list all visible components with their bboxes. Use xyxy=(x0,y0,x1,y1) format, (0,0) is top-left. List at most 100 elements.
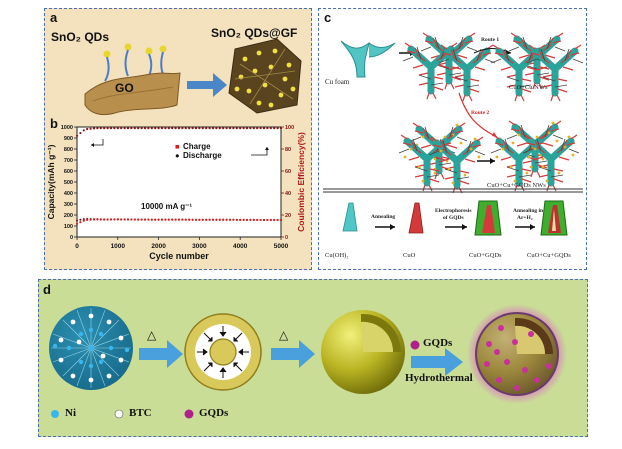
ce-point xyxy=(201,127,204,130)
ce-point xyxy=(256,127,259,130)
panel-c-label: c xyxy=(324,10,332,25)
yolk-shell-ring xyxy=(184,313,262,391)
y2-axis-label: Coulombic Efficiency(%) xyxy=(296,132,306,232)
charge-point xyxy=(164,218,167,221)
charge-point xyxy=(86,218,89,221)
charge-point xyxy=(188,218,191,221)
charge-series xyxy=(75,218,283,225)
ce-point xyxy=(228,127,232,130)
charge-point xyxy=(239,218,242,221)
ce-point xyxy=(249,127,252,130)
charge-point xyxy=(130,218,133,221)
charge-point xyxy=(215,218,218,221)
ce-point xyxy=(239,127,242,130)
charge-point xyxy=(235,218,238,221)
panel-c-illustration xyxy=(323,9,586,236)
go-label: GO xyxy=(115,81,134,95)
y-axis-label: Capacity(mAh g⁻¹) xyxy=(46,144,56,219)
ce-point xyxy=(174,127,177,130)
ce-point xyxy=(116,127,119,130)
charge-point xyxy=(89,218,92,221)
ce-point xyxy=(191,127,194,130)
charge-point xyxy=(245,218,249,221)
legend-charge: Charge xyxy=(183,142,211,151)
ce-point xyxy=(188,127,191,130)
ce-point xyxy=(232,127,235,130)
ce-point xyxy=(262,127,266,130)
charge-point xyxy=(256,218,259,222)
ce-point xyxy=(75,134,79,137)
y-tick-label: 300 xyxy=(64,202,73,208)
rod-cuoh2 xyxy=(342,202,358,232)
x-tick-label: 2000 xyxy=(151,243,166,250)
charge-point xyxy=(273,218,276,222)
ce-point xyxy=(79,131,82,135)
y2-tick-label: 20 xyxy=(285,213,291,219)
charge-point xyxy=(103,218,106,221)
cu-foam-label: Cu foam xyxy=(325,78,350,86)
y-tick-label: 700 xyxy=(64,158,73,164)
ce-point xyxy=(245,127,249,130)
discharge-point xyxy=(76,219,78,222)
ce-point xyxy=(92,127,96,130)
charge-point xyxy=(194,218,198,221)
charge-point xyxy=(279,218,283,222)
charge-point xyxy=(109,218,113,221)
panel-a-label: a xyxy=(50,10,58,25)
y2-tick-label: 80 xyxy=(285,147,291,153)
charge-point xyxy=(174,218,177,221)
charge-point xyxy=(79,221,82,224)
charge-point xyxy=(222,218,225,221)
charge-point xyxy=(120,218,123,221)
charge-point xyxy=(143,218,147,221)
charge-point xyxy=(160,218,164,221)
ce-point xyxy=(252,127,255,130)
ce-point xyxy=(266,127,269,130)
y-tick-label: 800 xyxy=(64,147,73,153)
ce-point xyxy=(150,127,153,130)
ce-point xyxy=(225,127,228,130)
ce-point xyxy=(198,127,201,130)
annealing-ar-2: Ar+H₂ xyxy=(517,215,533,221)
charge-point xyxy=(123,218,126,221)
ce-point xyxy=(235,127,238,130)
ce-point xyxy=(109,127,113,130)
y-tick-label: 900 xyxy=(64,136,73,142)
ce-point xyxy=(96,127,99,130)
ce-point xyxy=(205,127,208,130)
ce-point xyxy=(222,127,225,130)
ce-point xyxy=(177,127,181,130)
y-tick-label: 400 xyxy=(64,191,73,197)
ce-point xyxy=(218,127,221,130)
legend-btc-marker xyxy=(114,409,124,419)
ce-point xyxy=(171,127,174,130)
x-tick-label: 1000 xyxy=(111,243,126,250)
electrophoresis-2: of GQDs xyxy=(443,215,464,221)
charge-point xyxy=(249,218,252,221)
ce-point xyxy=(120,127,123,130)
panel-ab: a SnO₂ QDs GO SnO₂ QDs@GF b 0 xyxy=(44,8,312,270)
charge-point xyxy=(150,218,153,221)
ce-point xyxy=(242,127,245,130)
y2-tick-label: 0 xyxy=(285,235,288,241)
ce-point xyxy=(215,127,218,130)
step-cuo: CuO xyxy=(403,252,416,259)
arrow-left xyxy=(91,139,104,146)
legend-ni: Ni xyxy=(65,407,76,419)
legend-gqds-marker xyxy=(184,409,194,419)
charge-point xyxy=(184,218,187,221)
charge-point xyxy=(157,218,160,221)
charge-point xyxy=(82,219,85,222)
ce-point xyxy=(103,127,106,130)
product-dots xyxy=(234,48,296,108)
ce-point xyxy=(126,127,130,130)
d-arrow-2 xyxy=(271,340,315,368)
y-tick-label: 100 xyxy=(64,224,73,230)
y2-tick-label: 60 xyxy=(285,169,291,175)
hydrothermal-label: Hydrothermal xyxy=(405,372,473,384)
product-label: SnO₂ QDs@GF xyxy=(211,26,298,40)
x-tick-label: 4000 xyxy=(233,243,248,250)
cu-foam-icon xyxy=(340,40,396,78)
ce-point xyxy=(269,127,272,130)
charge-point xyxy=(252,218,255,222)
